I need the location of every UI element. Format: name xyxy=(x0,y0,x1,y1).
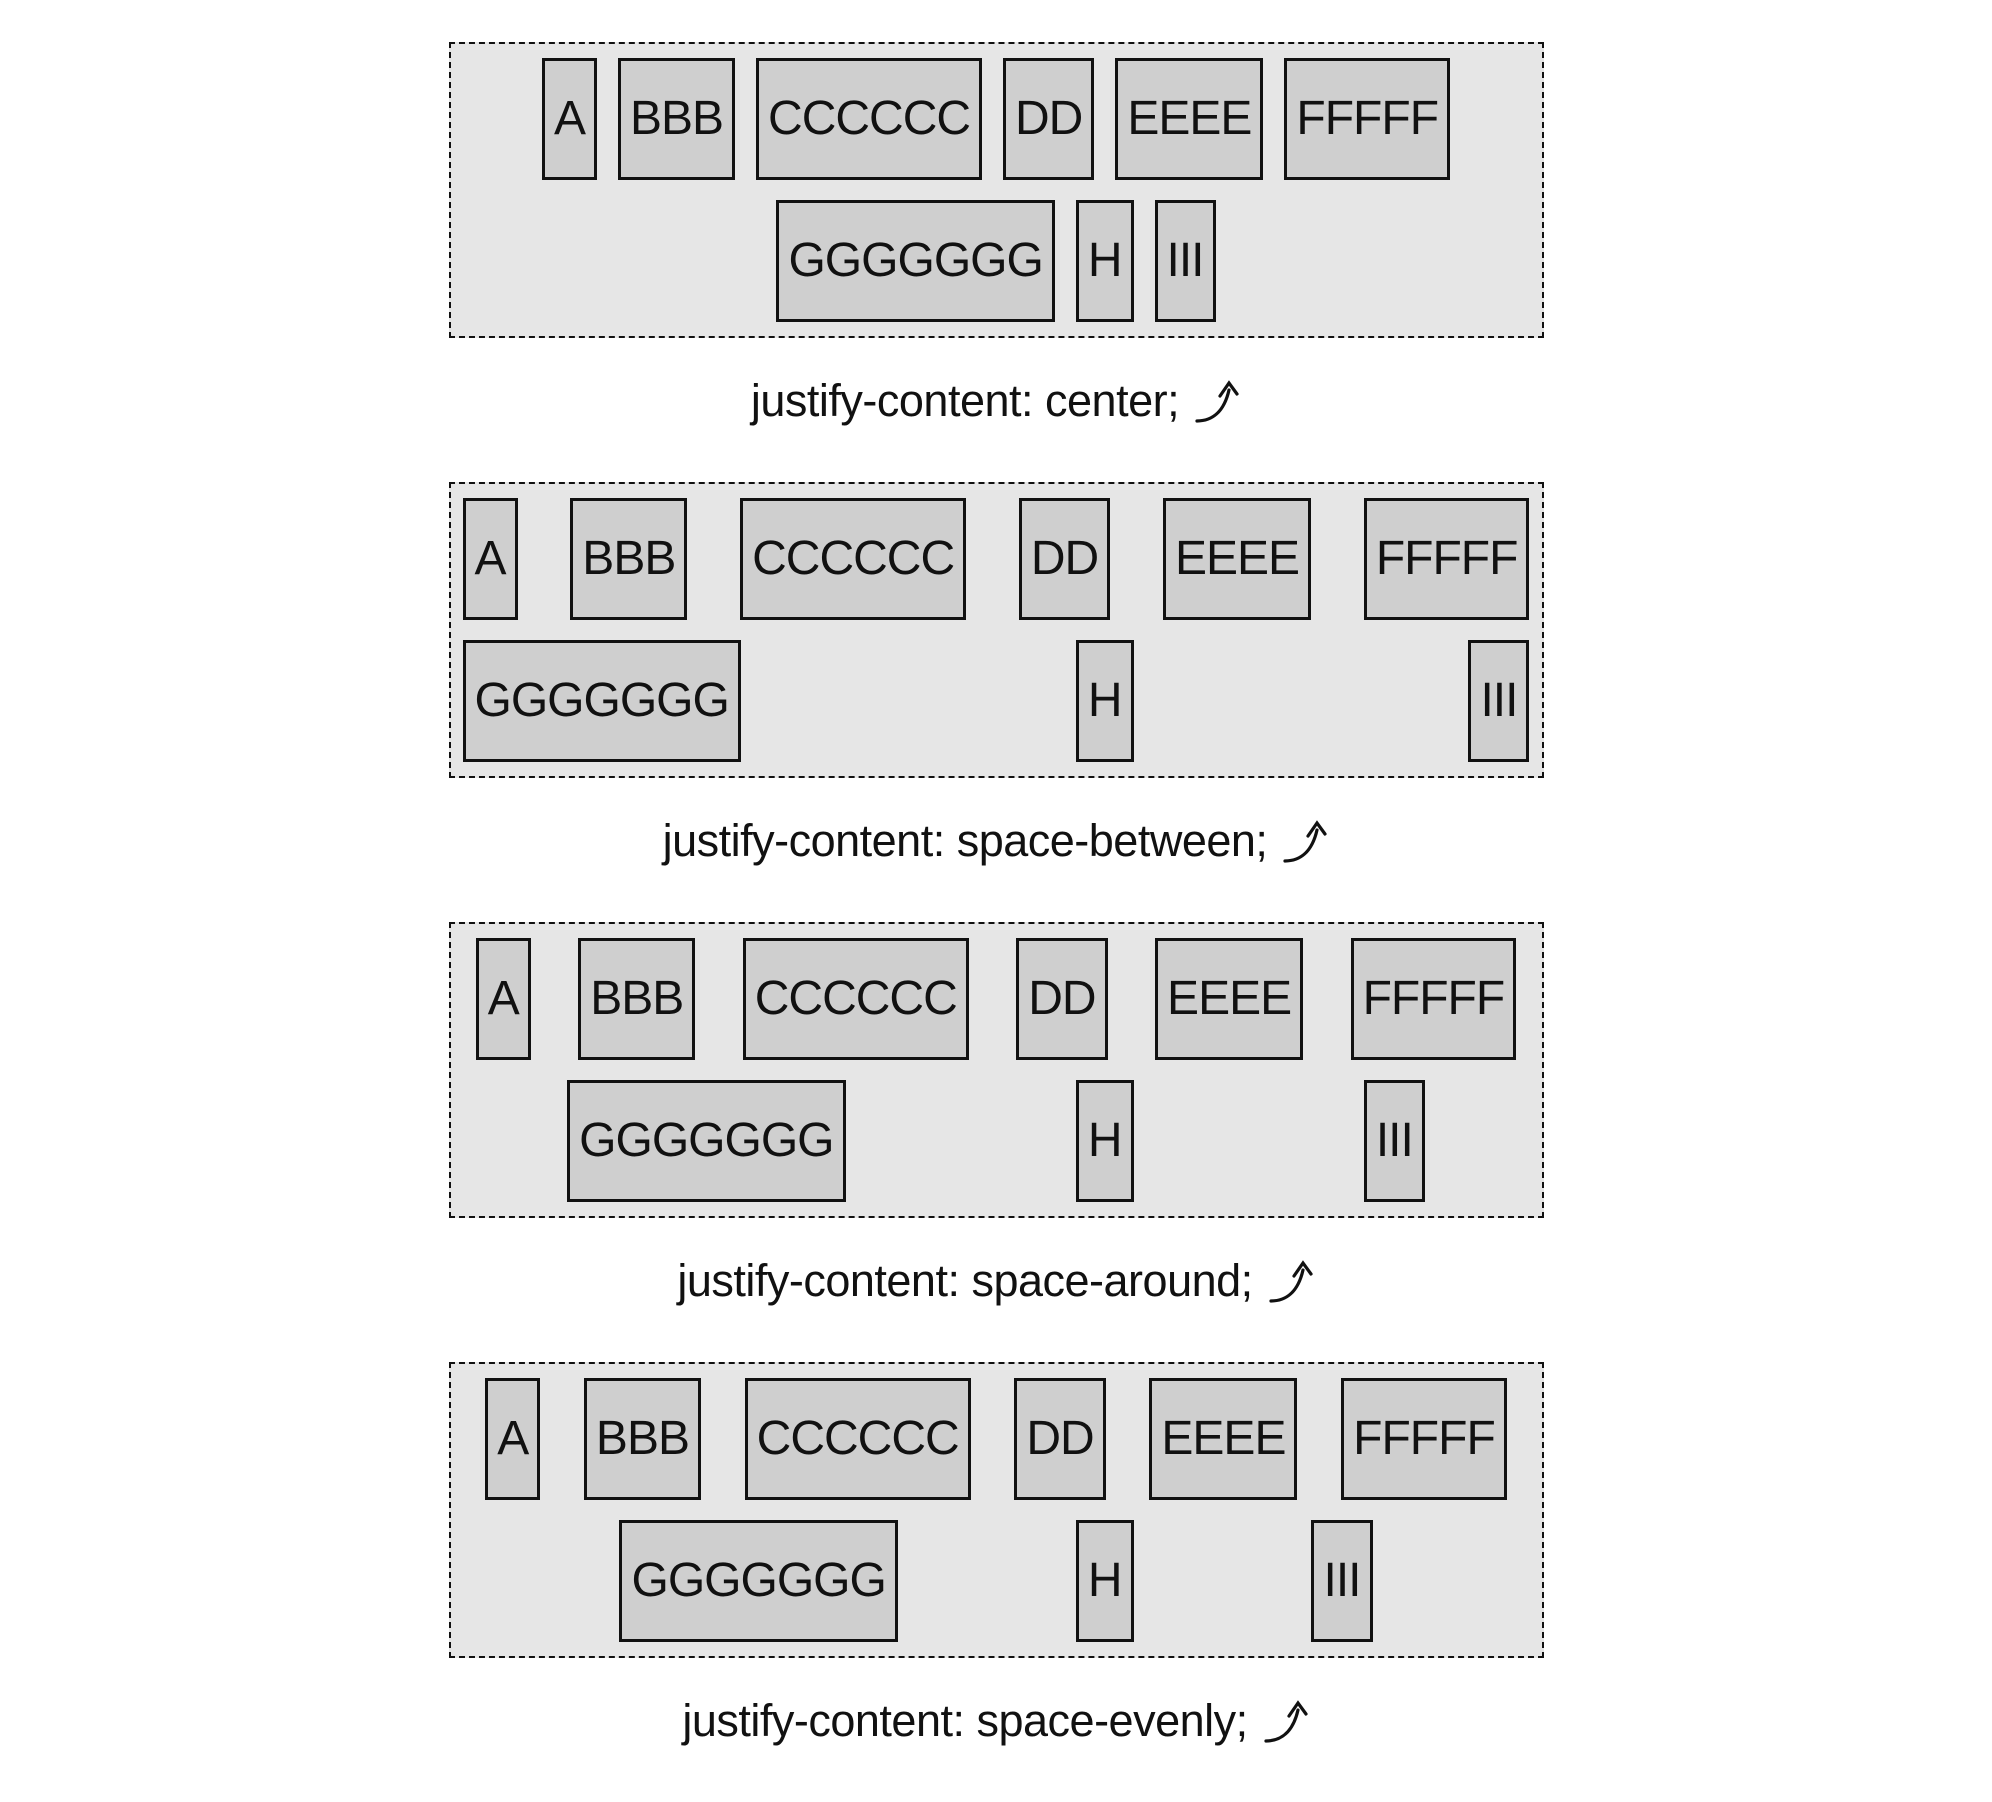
flex-row-1: A BBB CCCCCC DD EEEE FFFFF xyxy=(463,58,1530,180)
flex-item-c: CCCCCC xyxy=(756,58,983,180)
flex-item-f: FFFFF xyxy=(1341,1378,1507,1500)
caption-space-around: justify-content: space-around; xyxy=(0,1254,1992,1308)
flex-row-2: GGGGGGG H III xyxy=(463,1080,1530,1202)
flex-item-c: CCCCCC xyxy=(744,1378,971,1500)
flex-item-f: FFFFF xyxy=(1363,498,1530,620)
flex-item-b: BBB xyxy=(617,58,736,180)
caption-space-evenly: justify-content: space-evenly; xyxy=(0,1694,1992,1748)
flex-item-h: H xyxy=(1075,1520,1134,1642)
curved-up-arrow-icon xyxy=(1264,1700,1308,1743)
caption-text: justify-content: space-between; xyxy=(662,815,1268,866)
flex-item-e: EEEE xyxy=(1163,498,1312,620)
flex-item-b: BBB xyxy=(570,498,688,620)
flex-item-a: A xyxy=(485,1378,541,1500)
flex-item-a: A xyxy=(541,58,597,180)
figure-space-around: A BBB CCCCCC DD EEEE FFFFF GGGGGGG H III… xyxy=(0,922,1992,1308)
figure-space-between: A BBB CCCCCC DD EEEE FFFFF GGGGGGG H III… xyxy=(0,482,1992,868)
flex-item-b: BBB xyxy=(583,1378,701,1500)
flex-item-c: CCCCCC xyxy=(742,938,969,1060)
flex-item-e: EEEE xyxy=(1155,938,1304,1060)
flex-item-b: BBB xyxy=(578,938,696,1060)
caption-text: justify-content: center; xyxy=(750,375,1180,426)
figure-center: A BBB CCCCCC DD EEEE FFFFF GGGGGGG H III… xyxy=(0,42,1992,428)
caption-center: justify-content: center; xyxy=(0,374,1992,428)
flex-item-g: GGGGGGG xyxy=(776,200,1055,322)
flex-item-d: DD xyxy=(1018,498,1111,620)
flex-item-i: III xyxy=(1154,200,1216,322)
flex-item-i: III xyxy=(1363,1080,1425,1202)
flex-item-f: FFFFF xyxy=(1350,938,1517,1060)
curved-up-arrow-icon xyxy=(1269,1260,1313,1303)
figure-space-evenly: A BBB CCCCCC DD EEEE FFFFF GGGGGGG H III… xyxy=(0,1362,1992,1748)
flex-item-g: GGGGGGG xyxy=(462,640,741,762)
flex-item-h: H xyxy=(1075,200,1134,322)
flex-item-e: EEEE xyxy=(1115,58,1264,180)
flex-item-i: III xyxy=(1311,1520,1373,1642)
flex-row-2: GGGGGGG H III xyxy=(462,640,1530,762)
caption-text: justify-content: space-evenly; xyxy=(682,1695,1248,1746)
caption-text: justify-content: space-around; xyxy=(677,1255,1253,1306)
flex-item-a: A xyxy=(475,938,531,1060)
flex-container-center: A BBB CCCCCC DD EEEE FFFFF GGGGGGG H III xyxy=(448,42,1544,338)
flex-item-e: EEEE xyxy=(1149,1378,1298,1500)
flex-item-d: DD xyxy=(1014,1378,1106,1500)
flex-item-c: CCCCCC xyxy=(740,498,967,620)
caption-space-between: justify-content: space-between; xyxy=(0,814,1992,868)
flex-item-d: DD xyxy=(1003,58,1095,180)
flex-container-space-evenly: A BBB CCCCCC DD EEEE FFFFF GGGGGGG H III xyxy=(448,1362,1544,1658)
flex-row-1: A BBB CCCCCC DD EEEE FFFFF xyxy=(462,498,1530,620)
flex-container-space-between: A BBB CCCCCC DD EEEE FFFFF GGGGGGG H III xyxy=(448,482,1544,778)
flex-row-1: A BBB CCCCCC DD EEEE FFFFF xyxy=(463,1378,1530,1500)
curved-up-arrow-icon xyxy=(1283,820,1328,863)
flex-row-2: GGGGGGG H III xyxy=(463,200,1530,322)
flex-item-h: H xyxy=(1075,640,1134,762)
flex-item-i: III xyxy=(1468,640,1530,762)
flex-item-a: A xyxy=(462,498,518,620)
curved-up-arrow-icon xyxy=(1195,380,1239,423)
flex-row-1: A BBB CCCCCC DD EEEE FFFFF xyxy=(463,938,1530,1060)
flex-item-h: H xyxy=(1075,1080,1134,1202)
flex-item-f: FFFFF xyxy=(1284,58,1451,180)
flex-container-space-around: A BBB CCCCCC DD EEEE FFFFF GGGGGGG H III xyxy=(448,922,1544,1218)
flex-row-2: GGGGGGG H III xyxy=(463,1520,1530,1642)
flex-item-g: GGGGGGG xyxy=(619,1520,898,1642)
flex-item-g: GGGGGGG xyxy=(567,1080,846,1202)
flex-item-d: DD xyxy=(1016,938,1108,1060)
